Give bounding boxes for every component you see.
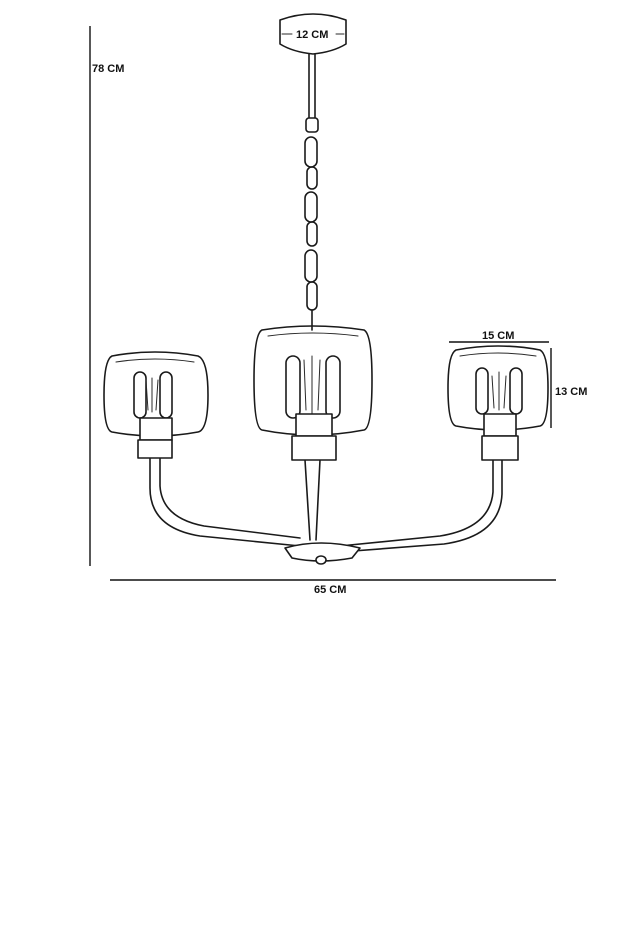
chandelier-arms [149, 457, 503, 565]
chain-link [306, 281, 318, 311]
chain-link [304, 136, 318, 168]
hub-finial [315, 555, 327, 565]
central-stem [304, 459, 321, 541]
ceiling-canopy: 12 CM [279, 13, 347, 55]
center-socket [295, 413, 333, 437]
right-socket [483, 413, 517, 437]
chain-link [306, 221, 318, 247]
chain-link [304, 249, 318, 283]
left-lamp [103, 351, 209, 459]
total-width-label: 65 CM [314, 584, 346, 596]
center-filament [303, 355, 321, 415]
center-socket-cup [291, 435, 337, 461]
height-dimension: 78 CM [89, 26, 124, 566]
right-socket-cup [481, 435, 519, 461]
chain-link [304, 191, 318, 223]
left-socket-cup [137, 439, 173, 459]
right-filament [491, 371, 507, 411]
chain-link [306, 166, 318, 190]
center-lamp [253, 325, 373, 461]
canopy-label: 12 CM [296, 29, 328, 41]
center-shade [253, 325, 373, 436]
right-arm [339, 457, 494, 547]
center-hub [284, 542, 361, 562]
suspension-chain [304, 53, 319, 331]
shade-height-label: 13 CM [555, 386, 587, 398]
left-filament [145, 377, 159, 413]
right-shade [447, 345, 549, 431]
shade-width-label: 15 CM [482, 330, 514, 342]
shade-width-dimension: 15 CM [449, 330, 549, 343]
left-arm [149, 457, 301, 547]
shade-height-dimension: 13 CM [550, 348, 587, 428]
height-label: 78 CM [92, 63, 124, 75]
canopy-shape [279, 13, 347, 55]
left-shade [103, 351, 209, 437]
left-socket [139, 417, 173, 441]
chain-connector [305, 117, 319, 133]
right-lamp [447, 345, 549, 461]
width-dimension: 65 CM [110, 579, 556, 596]
